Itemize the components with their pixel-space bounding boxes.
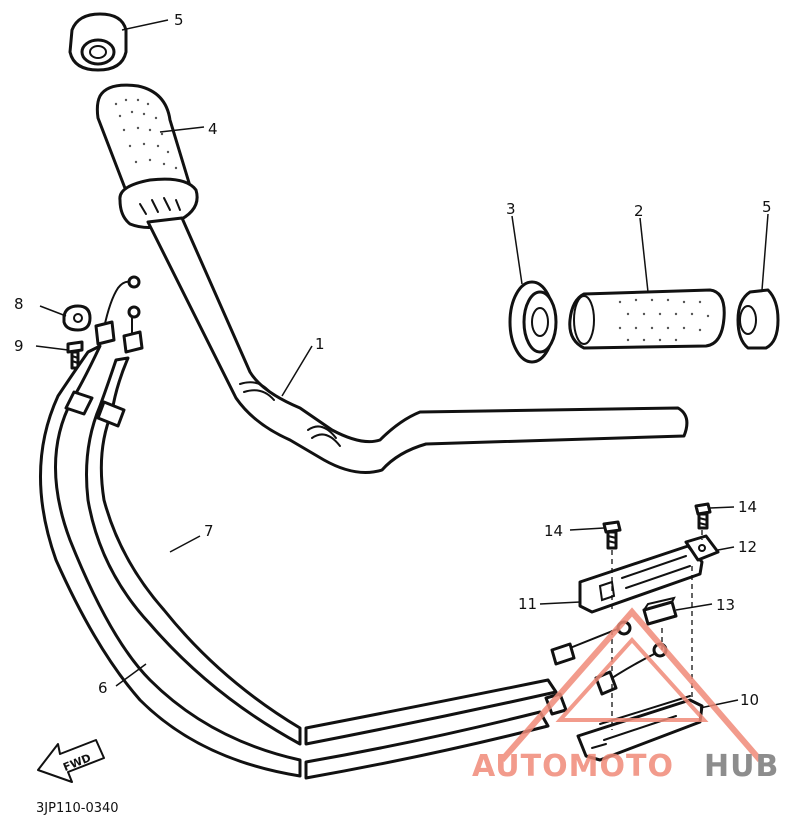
plate-12: [684, 534, 720, 562]
grip-end-cap-right: [736, 288, 780, 350]
grip-end-cap-top: [68, 12, 128, 72]
handlebar-grip: [95, 83, 199, 229]
callout-14-left: 14: [544, 522, 563, 540]
cable-continuation: [304, 620, 668, 780]
fwd-arrow: FWD: [37, 739, 105, 783]
callout-8: 8: [14, 295, 24, 313]
callout-2: 2: [634, 202, 644, 220]
callout-4: 4: [208, 120, 218, 138]
screw-14-left: [602, 520, 622, 550]
throttle-collar: [508, 280, 558, 364]
cable-ends: [94, 275, 144, 354]
cable-clip: [62, 304, 92, 332]
callout-6: 6: [98, 679, 108, 697]
block-13: [642, 596, 678, 626]
callout-9: 9: [14, 337, 24, 355]
watermark-logo: AUTOMOTO HUB: [472, 607, 779, 784]
callout-13: 13: [716, 596, 735, 614]
throttle-cable-6: [39, 344, 302, 778]
callout-5-top: 5: [174, 11, 184, 29]
callout-7: 7: [204, 522, 214, 540]
callout-labels: 1 2 3 4 5 5 6 7 8 9 10 11 12 13 14 14: [14, 11, 772, 709]
callout-3: 3: [506, 200, 516, 218]
grip-right: [568, 288, 726, 350]
watermark-text-secondary: HUB: [704, 749, 779, 784]
screw-14-right: [694, 502, 712, 530]
watermark-text-primary: AUTOMOTO: [472, 749, 674, 784]
callout-1: 1: [315, 335, 325, 353]
handlebar: [146, 216, 689, 474]
leader-lines: [35, 19, 769, 709]
callout-14-right: 14: [738, 498, 757, 516]
callout-12: 12: [738, 538, 757, 556]
callout-11: 11: [518, 595, 537, 613]
diagram-code: 3JP110-0340: [36, 801, 119, 816]
callout-5-right: 5: [762, 198, 772, 216]
throttle-housing-upper: [578, 544, 704, 614]
throttle-cable-7: [85, 356, 302, 746]
callout-10: 10: [740, 691, 759, 709]
